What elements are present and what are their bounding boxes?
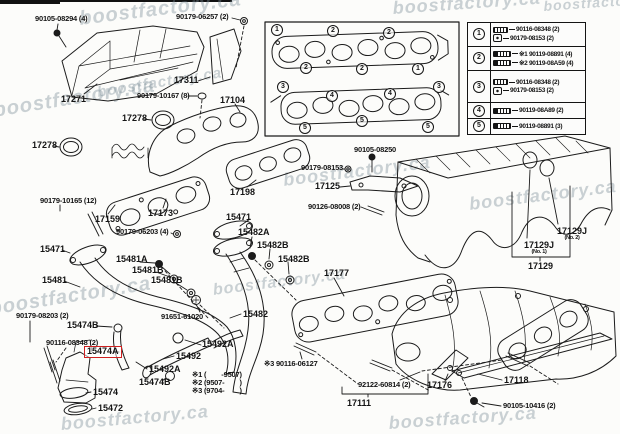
leader-line <box>509 81 515 83</box>
seal-rings-17278-art <box>53 110 175 157</box>
flange-bolt-icon <box>493 50 511 57</box>
legend-item-90179-08153-2: 90179-08153 (2) <box>493 86 583 95</box>
gasket-panel-art <box>264 21 460 137</box>
leader-line <box>512 125 518 127</box>
legend-row-3: 3 90116-08348 (2)90179-08153 (2) <box>468 70 585 104</box>
legend-row-5: 5 90119-08891 (3) <box>468 118 585 134</box>
legend-item-90116-08348-2: 90116-08348 (2) <box>493 79 583 86</box>
legend-item-90179-08153-2: 90179-08153 (2) <box>493 34 583 43</box>
leader-line <box>512 53 518 55</box>
bracket-17311-art <box>197 17 248 85</box>
legend-item-1-90119-08891-4: ※1 90119-08891 (4) <box>493 50 583 58</box>
nut-icon <box>493 86 502 95</box>
legend-part-number: 90119-08891 (3) <box>519 122 563 130</box>
legend-callout-3: 3 <box>468 70 491 103</box>
legend-item-90119-08891-3: 90119-08891 (3) <box>493 123 583 130</box>
legend-part-number: 90119-08A89 (2) <box>519 107 564 115</box>
intake-plenum-art <box>394 135 613 268</box>
pipe2-hardware-art <box>229 236 297 319</box>
nut-icon <box>493 34 502 43</box>
water-hoses-art <box>95 323 244 382</box>
right-pipe-art <box>212 218 265 395</box>
legend-part-number: 90179-08153 (2) <box>510 34 554 42</box>
leader-line <box>512 110 518 112</box>
leader-line <box>503 37 509 39</box>
legend-part-number: 90116-08348 (2) <box>516 78 560 86</box>
legend-callout-2: 2 <box>468 46 491 70</box>
legend-callout-1: 1 <box>468 23 491 46</box>
leader-line <box>509 29 515 31</box>
lower-intake-art <box>391 286 617 391</box>
scan-artifact <box>60 0 232 2</box>
callout-marker-4: 4 <box>473 104 485 117</box>
legend-part-number: 90179-08153 (2) <box>510 87 554 95</box>
gasket-17177-leader <box>333 277 345 297</box>
leader-line <box>512 62 518 64</box>
stud-bolt-icon <box>493 79 508 86</box>
callout-marker-3: 3 <box>473 80 485 93</box>
water-outlet-art <box>29 320 97 416</box>
legend-callout-5: 5 <box>468 118 491 134</box>
bottom-studs-art <box>293 342 559 398</box>
legend-item-90119-08a89-2: 90119-08A89 (2) <box>493 107 583 114</box>
legend-part-number: ※1 90119-08891 (4) <box>519 50 573 58</box>
gasket-leaders <box>107 179 257 215</box>
flange-bolt-icon <box>493 123 511 130</box>
small-hardware-art <box>139 230 225 329</box>
flange-bolt-icon <box>493 59 511 66</box>
legend-row-1: 1 90116-08348 (2)90179-08153 (2) <box>468 23 585 47</box>
callout-marker-2: 2 <box>473 52 485 65</box>
legend-item-90116-08348-2: 90116-08348 (2) <box>493 26 583 33</box>
exhaust-gasket-17198-art <box>225 139 311 189</box>
flange-bolt-icon <box>493 107 511 114</box>
callout-marker-1: 1 <box>473 28 485 41</box>
exhaust-manifold-art <box>111 92 259 177</box>
legend-row-4: 4 90119-08A89 (2) <box>468 103 585 119</box>
legend-item-2-90119-08a59-4: ※2 90119-08A59 (4) <box>493 59 583 67</box>
callout-marker-5: 5 <box>473 120 485 133</box>
legend-row-2: 2 ※1 90119-08891 (4)※2 90119-08A59 (4) <box>468 46 585 71</box>
legend-callout-4: 4 <box>468 103 491 118</box>
stud-bolt-icon <box>493 26 508 33</box>
intake-gasket-17177-art <box>291 273 459 343</box>
legend-part-number: ※2 90119-08A59 (4) <box>519 59 574 67</box>
left-pipe-art <box>61 244 237 375</box>
rail-17118-art <box>451 332 613 408</box>
valve-cover-art <box>53 23 205 102</box>
exhaust-gasket-17173-art <box>105 176 211 236</box>
legend-part-number: 90116-08348 (2) <box>516 26 560 34</box>
scan-artifact <box>0 0 60 4</box>
bracket-17125-art <box>339 153 419 216</box>
leader-line <box>503 90 509 92</box>
stud-10165-art <box>59 204 104 237</box>
